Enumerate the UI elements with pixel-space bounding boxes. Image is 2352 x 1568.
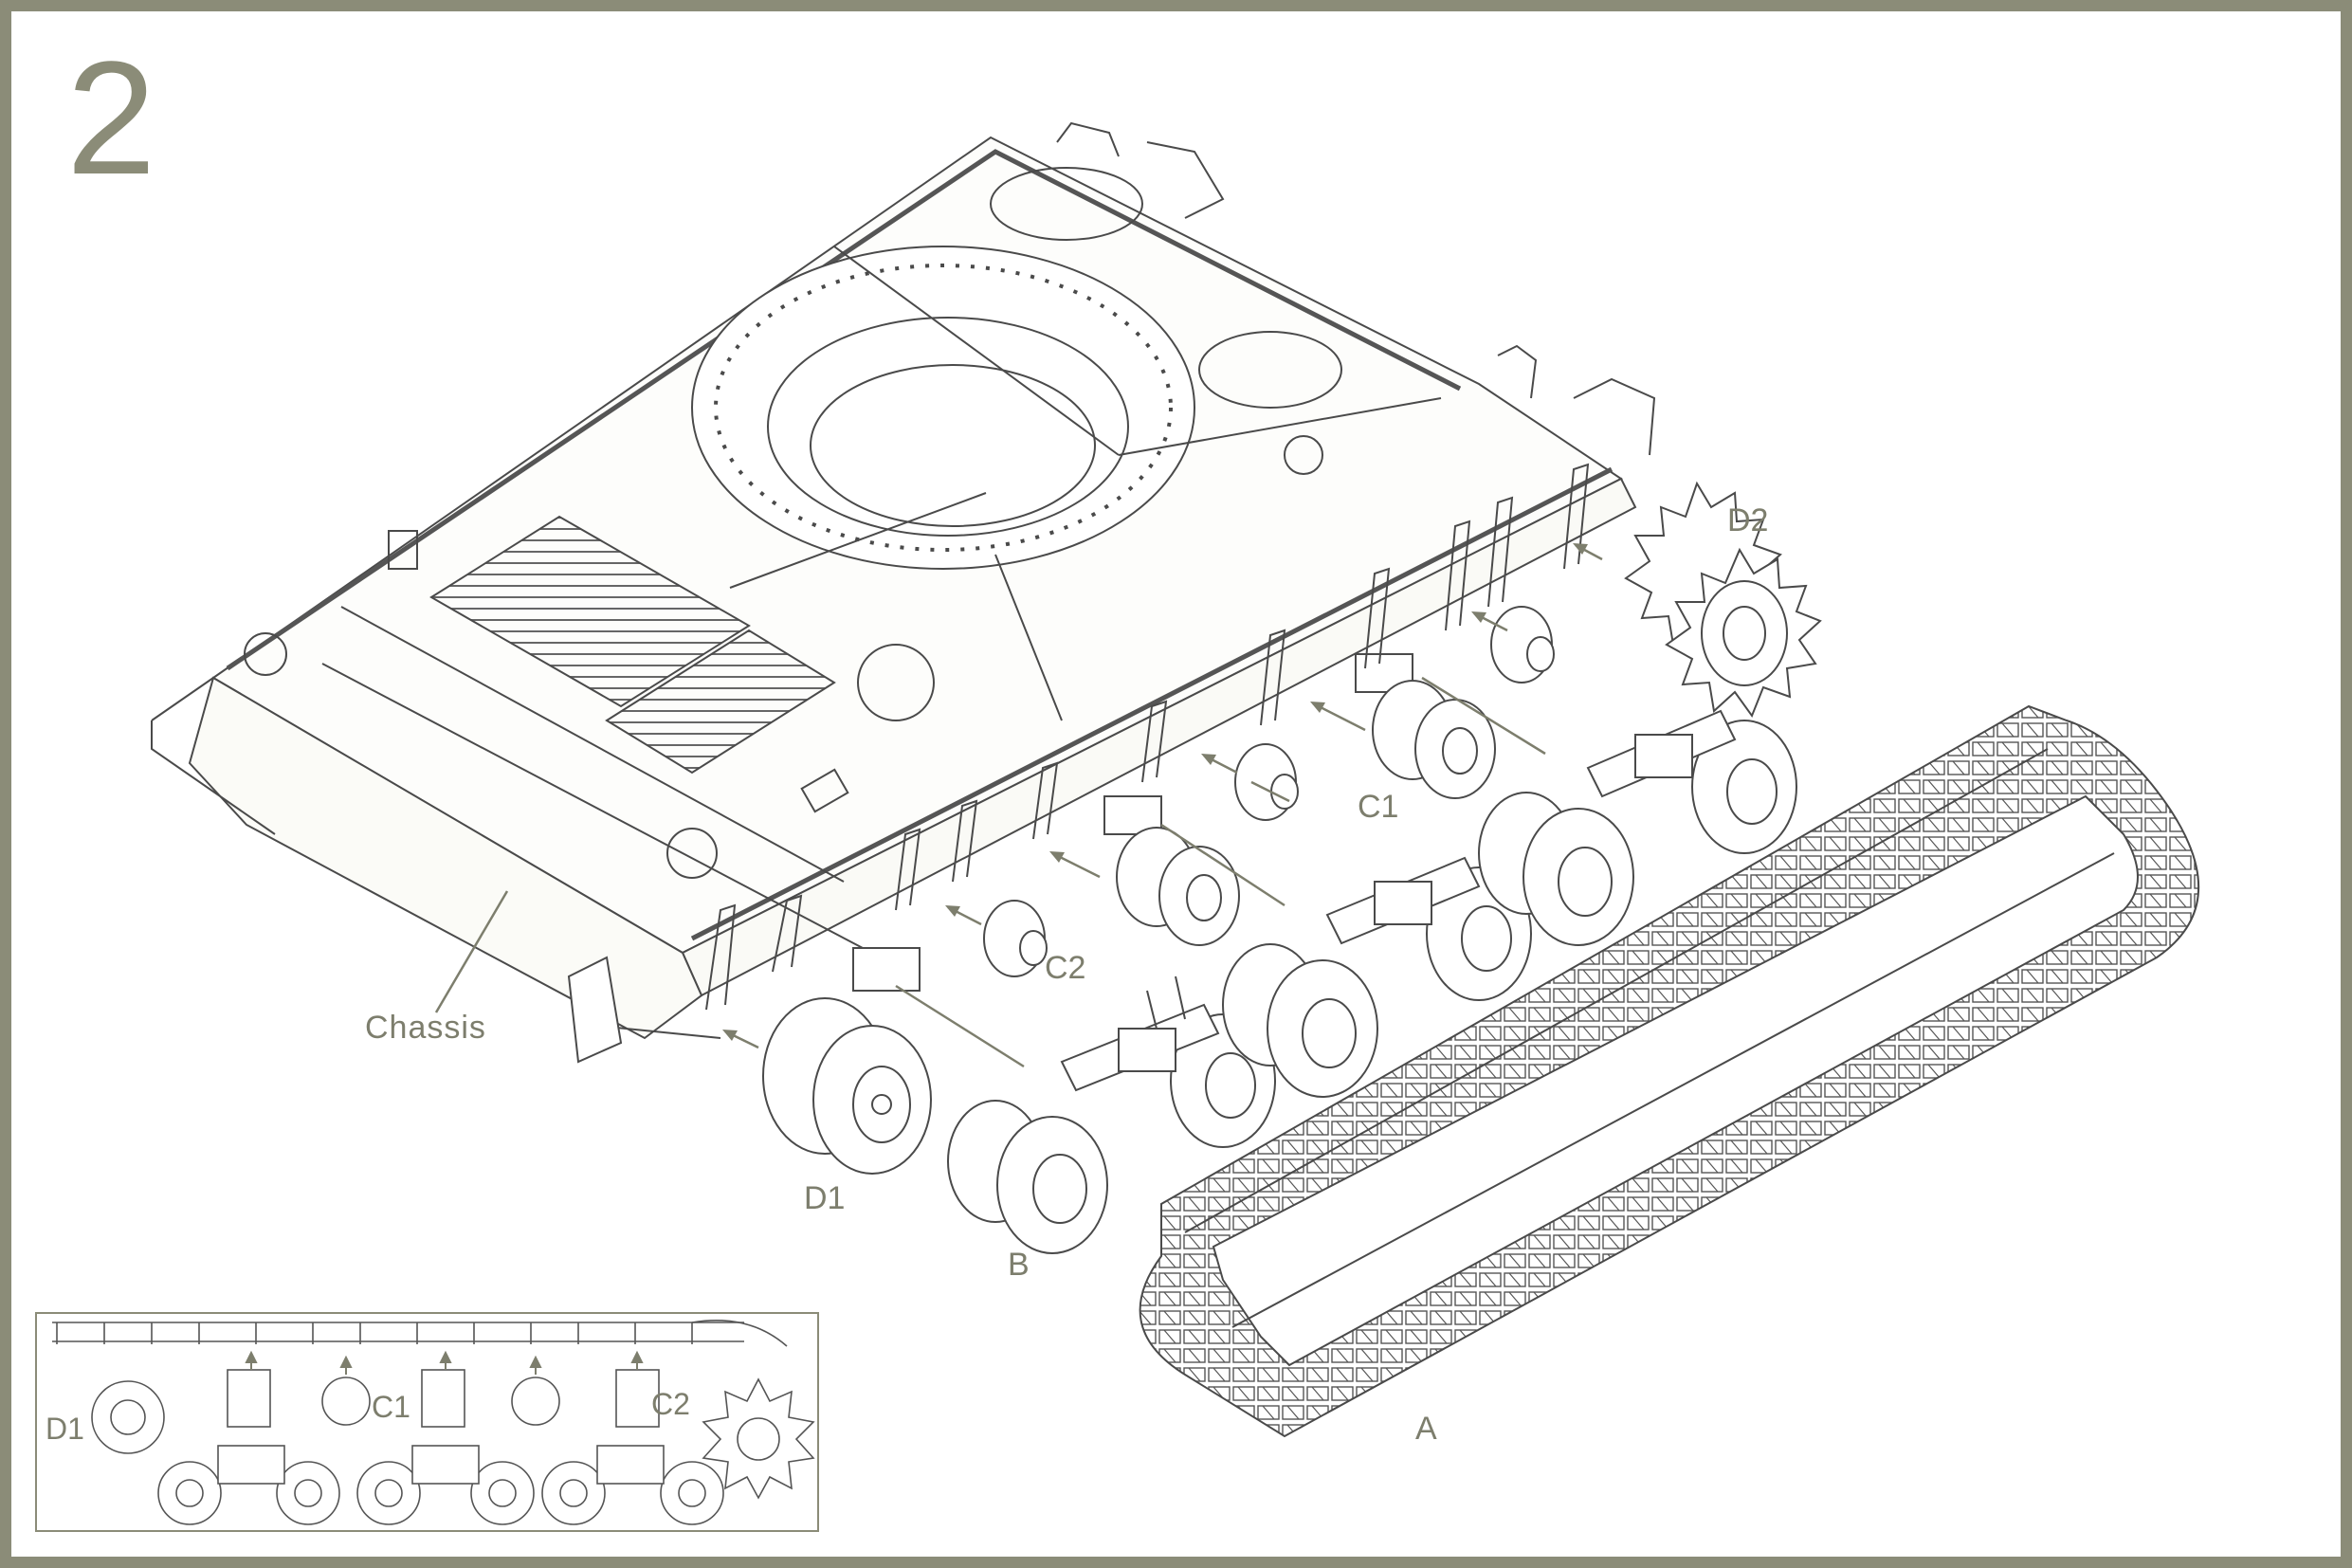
inset-idler bbox=[91, 1380, 165, 1454]
track-inner bbox=[1212, 794, 2139, 1367]
assembly-arrows bbox=[434, 543, 1603, 1068]
label-support-roller: C1 bbox=[1358, 789, 1398, 825]
inset-label-return-roller: C2 bbox=[651, 1387, 690, 1421]
label-track: A bbox=[1415, 1411, 1437, 1447]
inset-label-idler: D1 bbox=[46, 1412, 84, 1446]
label-chassis: Chassis bbox=[365, 1010, 486, 1046]
inset-detail: D1 C1 C2 bbox=[35, 1312, 819, 1532]
rear-mudguard bbox=[567, 956, 623, 1064]
drive-sprocket bbox=[1624, 481, 1822, 719]
engine-grille-right bbox=[605, 629, 836, 775]
hull bbox=[151, 121, 1656, 1064]
return-roller bbox=[1234, 743, 1299, 821]
callout-labels: Chassis D2 C1 C2 D1 B A bbox=[365, 502, 1768, 1447]
label-sprocket: D2 bbox=[1727, 502, 1768, 538]
inset-sprocket bbox=[702, 1377, 815, 1500]
idler-wheel bbox=[762, 997, 932, 1175]
bogie-assembly bbox=[1478, 709, 1797, 946]
label-return-roller: C2 bbox=[1045, 950, 1085, 986]
road-wheels bbox=[762, 481, 1822, 1254]
support-roller bbox=[1116, 827, 1240, 946]
hull-rear-plate bbox=[188, 676, 703, 1040]
bogie-assembly bbox=[947, 975, 1276, 1254]
return-roller bbox=[1490, 606, 1555, 684]
label-idler: D1 bbox=[804, 1180, 845, 1216]
track-assembly bbox=[1139, 704, 2200, 1438]
turret-ring-inner bbox=[767, 317, 1129, 537]
return-roller bbox=[983, 900, 1048, 977]
bogie-assembly bbox=[1222, 856, 1532, 1098]
driver-hatch bbox=[990, 167, 1143, 241]
label-bogie: B bbox=[1008, 1247, 1030, 1283]
inset-label-support-roller: C1 bbox=[372, 1390, 410, 1424]
hull-hatch bbox=[1198, 331, 1342, 409]
fender-brackets bbox=[705, 463, 1590, 1011]
step-number: 2 bbox=[66, 28, 156, 209]
turret-ring-bolts bbox=[714, 264, 1173, 552]
support-roller bbox=[1372, 680, 1496, 799]
engine-grille-left bbox=[429, 515, 751, 708]
